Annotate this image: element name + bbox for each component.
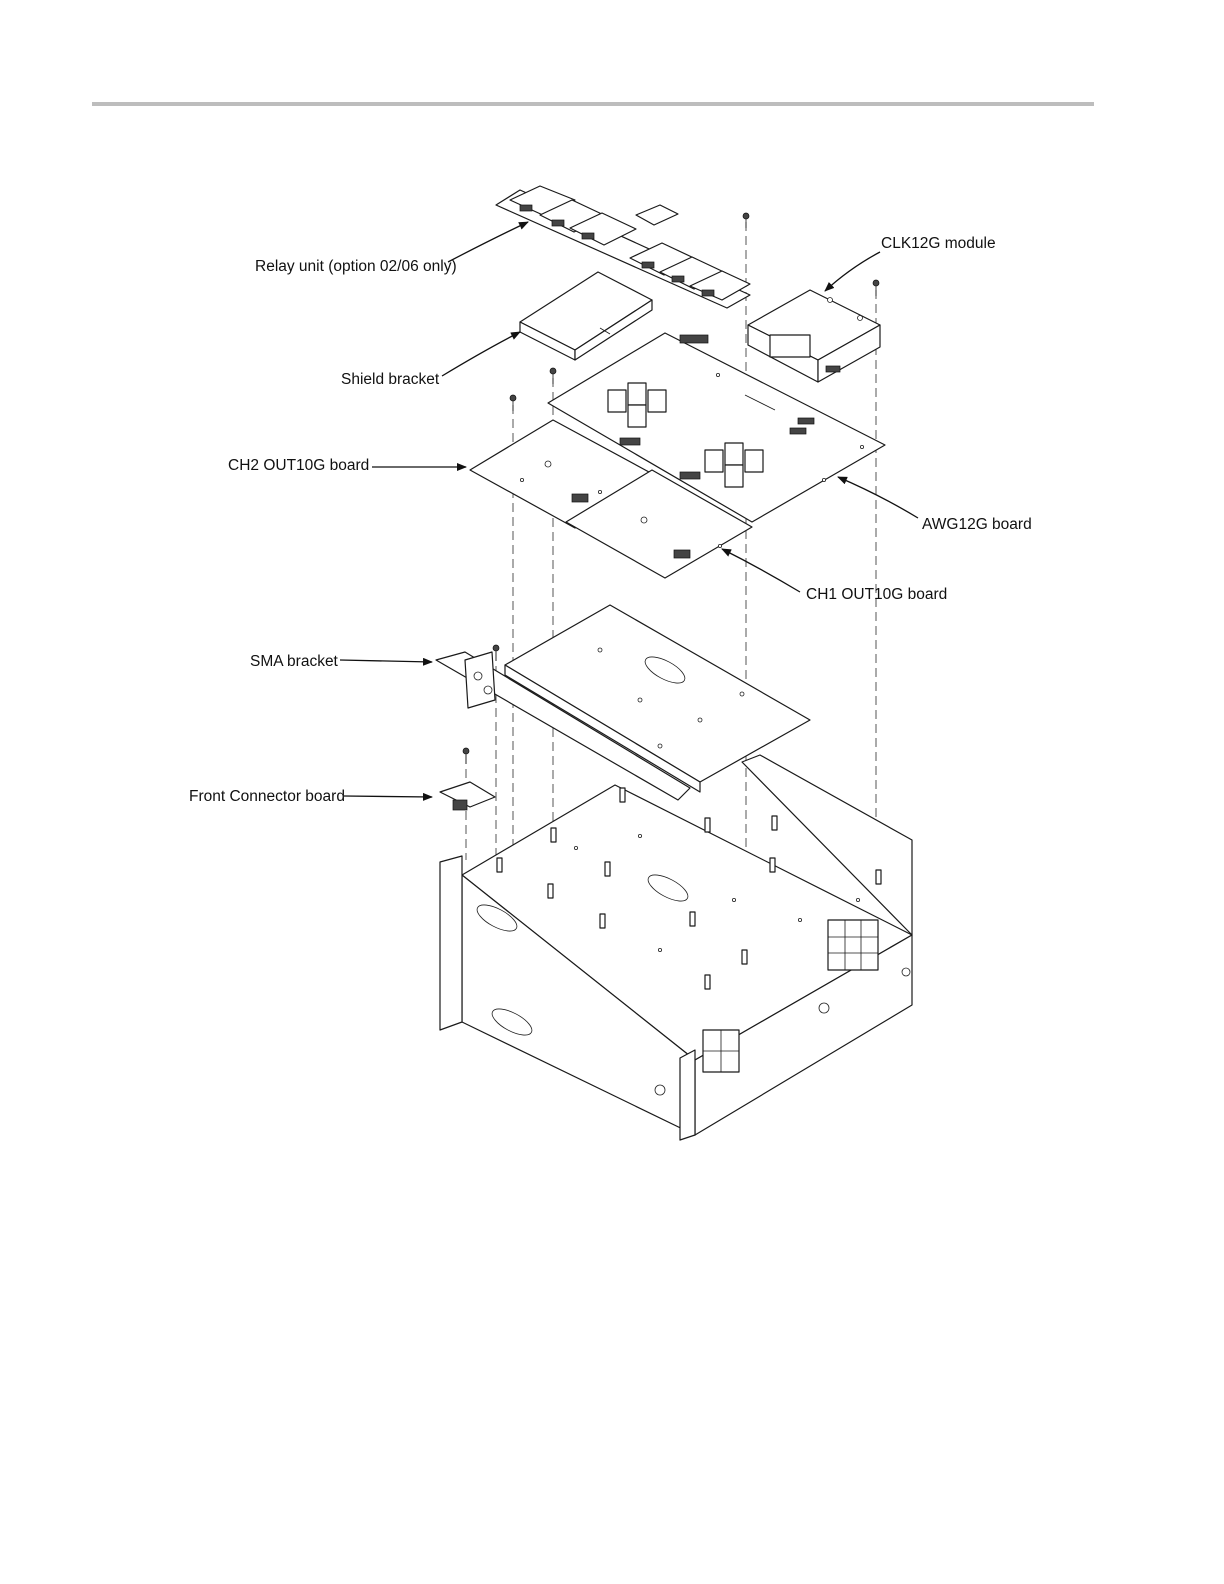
label-ch2-out10g-board: CH2 OUT10G board bbox=[228, 457, 369, 474]
label-relay-unit: Relay unit (option 02/06 only) bbox=[255, 258, 457, 275]
label-shield-bracket: Shield bracket bbox=[341, 371, 440, 388]
screw-icon bbox=[550, 368, 556, 384]
front-connector-board-drawing bbox=[440, 782, 495, 810]
screw-icon bbox=[493, 645, 499, 661]
label-clk12g-module: CLK12G module bbox=[881, 235, 996, 252]
label-ch1-out10g-board: CH1 OUT10G board bbox=[806, 586, 947, 603]
screw-icon bbox=[510, 395, 516, 411]
label-awg12g-board: AWG12G board bbox=[922, 516, 1032, 533]
screw-icon bbox=[463, 748, 469, 764]
screw-icon bbox=[873, 280, 879, 296]
label-front-connector-board: Front Connector board bbox=[189, 788, 345, 805]
chassis-drawing bbox=[440, 755, 912, 1140]
screw-icon bbox=[743, 213, 749, 228]
label-sma-bracket: SMA bracket bbox=[250, 653, 339, 670]
shield-bracket-drawing bbox=[520, 272, 652, 360]
clk12g-module-drawing bbox=[748, 290, 880, 382]
